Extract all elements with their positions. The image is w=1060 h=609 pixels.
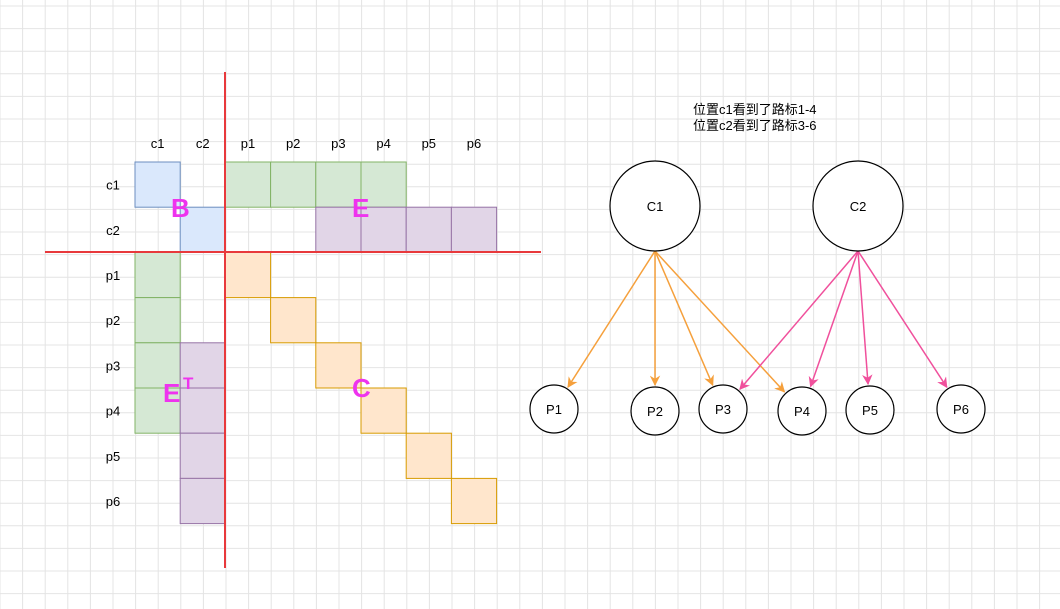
matrix-cell-orange — [315, 342, 362, 389]
camera-node: C2 — [812, 160, 904, 252]
camera-node-label: C1 — [647, 199, 664, 214]
annotation-text: 位置c1看到了路标1-4 位置c2看到了路标3-6 — [693, 102, 817, 133]
column-label: p2 — [286, 136, 300, 151]
landmark-node-circle — [936, 384, 986, 434]
landmark-node-label: P6 — [953, 402, 969, 417]
row-label: p4 — [106, 404, 120, 419]
camera-node-circle — [609, 160, 701, 252]
column-label: p5 — [422, 136, 436, 151]
matrix-cell-green — [134, 251, 181, 299]
matrix-cell-purple — [179, 477, 226, 525]
matrix-cell-green — [134, 387, 181, 434]
column-label: p4 — [376, 136, 390, 151]
camera-node-circle — [812, 160, 904, 252]
row-label: p1 — [106, 268, 120, 283]
graph-edge-arrow — [654, 250, 786, 393]
landmark-node: P1 — [529, 384, 579, 434]
row-label: c1 — [106, 178, 120, 193]
landmark-node-circle — [698, 384, 748, 434]
landmark-node-label: P3 — [715, 402, 731, 417]
matrix-cell-orange — [224, 251, 272, 299]
graph-edge-arrow — [654, 250, 714, 387]
landmark-node: P4 — [777, 386, 827, 436]
block-label-c: C — [352, 373, 371, 403]
landmark-node: P6 — [936, 384, 986, 434]
landmark-node: P3 — [698, 384, 748, 434]
matrix-cell-blue — [179, 206, 226, 253]
matrix-cell-purple — [405, 206, 452, 253]
matrix-cell-orange — [270, 297, 317, 344]
landmark-node-label: P1 — [546, 402, 562, 417]
landmark-node-circle — [529, 384, 579, 434]
matrix-cell-green — [360, 161, 407, 208]
graph-edge-arrow — [739, 250, 859, 391]
landmark-node-label: P4 — [794, 404, 810, 419]
annotation-line-1: 位置c1看到了路标1-4 — [693, 102, 817, 117]
matrix-cell-purple — [179, 387, 226, 434]
column-label: c1 — [151, 136, 165, 151]
block-label-et-sup: T — [183, 374, 194, 393]
row-label: c2 — [106, 223, 120, 238]
landmark-node-circle — [777, 386, 827, 436]
graph-edge-arrow — [857, 250, 948, 389]
landmark-node-circle — [630, 386, 680, 436]
matrix-cell-purple — [179, 432, 226, 479]
matrix-cell-green — [315, 161, 362, 208]
matrix-cell-purple — [450, 206, 498, 253]
column-label: c2 — [196, 136, 210, 151]
matrix-cell-orange — [360, 387, 407, 434]
landmark-node: P2 — [630, 386, 680, 436]
landmark-node-label: P5 — [862, 403, 878, 418]
block-label-e: E — [352, 193, 369, 223]
landmark-node: P5 — [845, 385, 895, 435]
matrix-cell-blue — [134, 161, 181, 208]
column-label: p6 — [467, 136, 481, 151]
row-label: p2 — [106, 313, 120, 328]
camera-node-label: C2 — [850, 199, 867, 214]
graph-edge-arrow — [567, 250, 656, 388]
column-label: p3 — [331, 136, 345, 151]
column-label: p1 — [241, 136, 255, 151]
matrix-cell-purple — [360, 206, 407, 253]
matrix-cells — [134, 161, 498, 525]
row-label: p6 — [106, 494, 120, 509]
matrix-axes — [45, 72, 541, 568]
matrix-cell-green — [224, 161, 272, 208]
row-label: p3 — [106, 358, 120, 373]
block-label-b: B — [171, 193, 190, 223]
landmark-node-circle — [845, 385, 895, 435]
annotation-line-2: 位置c2看到了路标3-6 — [693, 118, 817, 133]
matrix-cell-green — [134, 297, 181, 344]
matrix-cell-orange — [405, 432, 452, 479]
graph-edges — [567, 250, 948, 393]
block-label-et-base: E — [163, 378, 180, 408]
graph-edge-arrow — [857, 250, 873, 386]
graph-edge-arrow — [808, 250, 859, 388]
matrix-labels: c1 c2 p1 p2 p3 p4 p5 p6 c1 c2 p1 p2 p3 p4 p5 p6 — [106, 136, 481, 509]
matrix-cell-green — [270, 161, 317, 208]
row-label: p5 — [106, 449, 120, 464]
landmark-node-label: P2 — [647, 404, 663, 419]
block-labels: B E E T C — [163, 193, 371, 408]
matrix-cell-orange — [450, 477, 498, 525]
camera-node: C1 — [609, 160, 701, 252]
